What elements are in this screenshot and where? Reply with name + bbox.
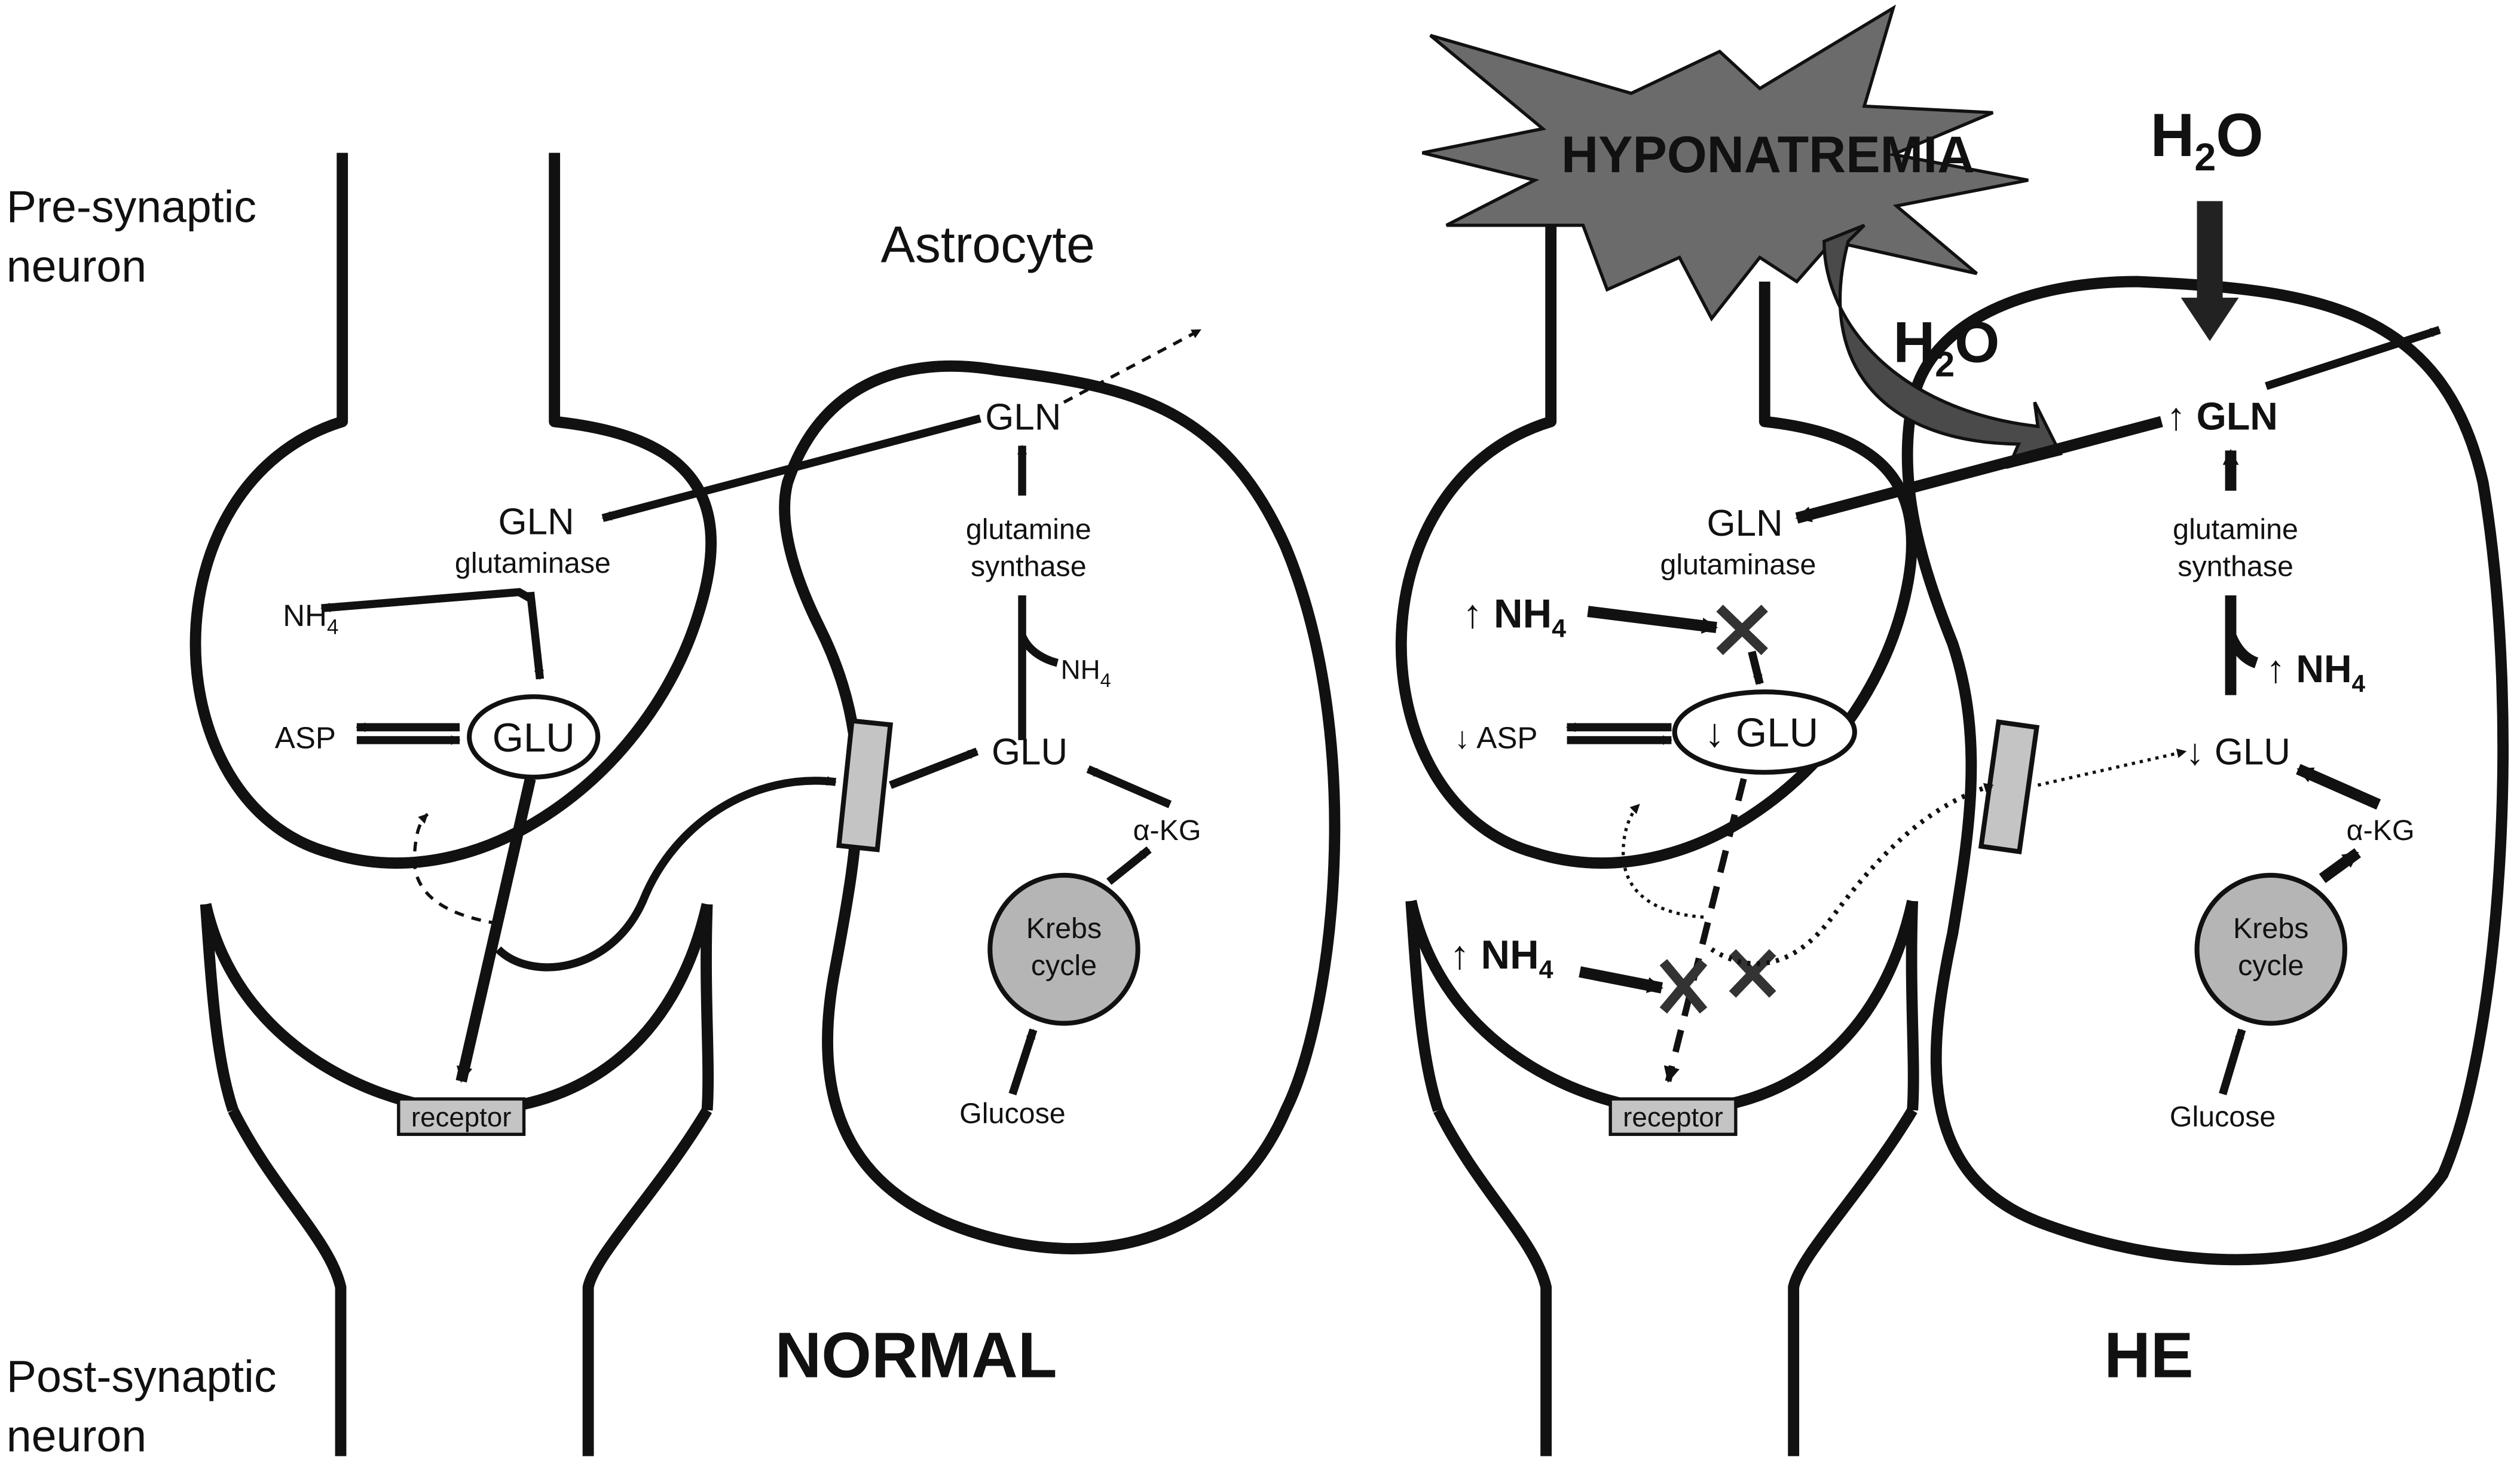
post-synaptic-label-line2: neuron xyxy=(7,1410,146,1461)
pre-synaptic-label-line2: neuron xyxy=(7,241,146,291)
normal-krebs-cycle xyxy=(987,872,1140,1026)
normal-panel: GLN glutaminase NH4 ASP GLU receptor Ast… xyxy=(189,152,1341,1456)
he-nh4-neuron: ↑ NH4 xyxy=(1463,592,1566,643)
he-uptake-block-x xyxy=(1729,949,1776,998)
pre-synaptic-label-line1: Pre-synaptic xyxy=(7,181,256,231)
normal-akg: α-KG xyxy=(1133,814,1201,847)
normal-gln-neuron: GLN xyxy=(499,501,574,542)
normal-glucose: Glucose xyxy=(959,1097,1066,1129)
he-glutaminase-block-x xyxy=(1716,604,1768,655)
hyponatremia-label: HYPONATREMIA xyxy=(1561,126,1974,184)
normal-postsynaptic-membrane xyxy=(200,903,713,1456)
he-glutaminase: glutaminase xyxy=(1660,549,1816,581)
he-krebs-line1: Krebs xyxy=(2233,912,2308,945)
water-main-arrow xyxy=(2180,201,2239,341)
normal-glutamine-synthase-line2: synthase xyxy=(971,550,1087,582)
normal-receptor-box xyxy=(397,1097,526,1136)
he-astrocyte-membrane xyxy=(1901,276,2509,1266)
he-asp: ↓ ASP xyxy=(1454,720,1537,755)
normal-glutaminase: glutaminase xyxy=(455,547,611,579)
he-nh4-astro: ↑ NH4 xyxy=(2266,648,2365,697)
normal-receptor: receptor xyxy=(411,1102,512,1132)
normal-glutamine-synthase-line1: glutamine xyxy=(966,514,1091,546)
normal-krebs-line2: cycle xyxy=(1031,949,1097,982)
normal-glu-neuron-oval xyxy=(467,694,601,780)
he-glutamine-synthase-line2: synthase xyxy=(2178,550,2293,582)
he-receptor: receptor xyxy=(1623,1102,1723,1132)
he-panel: HYPONATREMIA H2O H2O GLN glutaminase ↑ N… xyxy=(1395,4,2509,1456)
he-release-block-x xyxy=(1659,959,1708,1014)
he-glu-neuron: ↓ GLU xyxy=(1705,711,1818,756)
post-synaptic-label-line1: Post-synaptic xyxy=(7,1351,277,1401)
water-curved-label: H2O xyxy=(1893,309,1999,384)
he-krebs-cycle xyxy=(2194,872,2347,1026)
he-glu-astro: ↓ GLU xyxy=(2186,731,2290,772)
he-title: HE xyxy=(2104,1320,2193,1391)
normal-asp: ASP xyxy=(275,720,336,755)
water-main-label: H2O xyxy=(2151,100,2264,179)
he-receptor-box xyxy=(1608,1097,1738,1136)
he-postsynaptic-outer xyxy=(1405,900,1919,1112)
normal-glu-neuron: GLU xyxy=(493,716,575,761)
normal-transporter xyxy=(836,718,894,853)
he-glutamine-synthase-line1: glutamine xyxy=(2173,514,2298,546)
he-krebs-line2: cycle xyxy=(2238,949,2304,982)
normal-postsynaptic-outer xyxy=(200,903,714,1112)
he-gln-astro: ↑ GLN xyxy=(2166,395,2277,438)
normal-arrows xyxy=(320,328,1201,1096)
side-labels: Pre-synaptic neuron Post-synaptic neuron xyxy=(7,181,277,1461)
normal-title: NORMAL xyxy=(775,1320,1057,1391)
normal-astrocyte-label: Astrocyte xyxy=(880,216,1095,274)
normal-nh4-astro: NH4 xyxy=(1061,655,1111,691)
he-akg: α-KG xyxy=(2347,814,2415,847)
he-nh4-cleft: ↑ NH4 xyxy=(1449,933,1553,984)
he-arrows xyxy=(1565,326,2441,1095)
normal-gln-astro: GLN xyxy=(985,397,1061,438)
normal-nh4-neuron: NH4 xyxy=(283,598,338,639)
normal-krebs-line1: Krebs xyxy=(1026,912,1102,945)
normal-glu-astro: GLU xyxy=(992,731,1068,772)
he-glu-neuron-oval xyxy=(1672,689,1857,775)
he-glucose: Glucose xyxy=(2170,1101,2276,1133)
he-gln-neuron: GLN xyxy=(1706,503,1782,544)
